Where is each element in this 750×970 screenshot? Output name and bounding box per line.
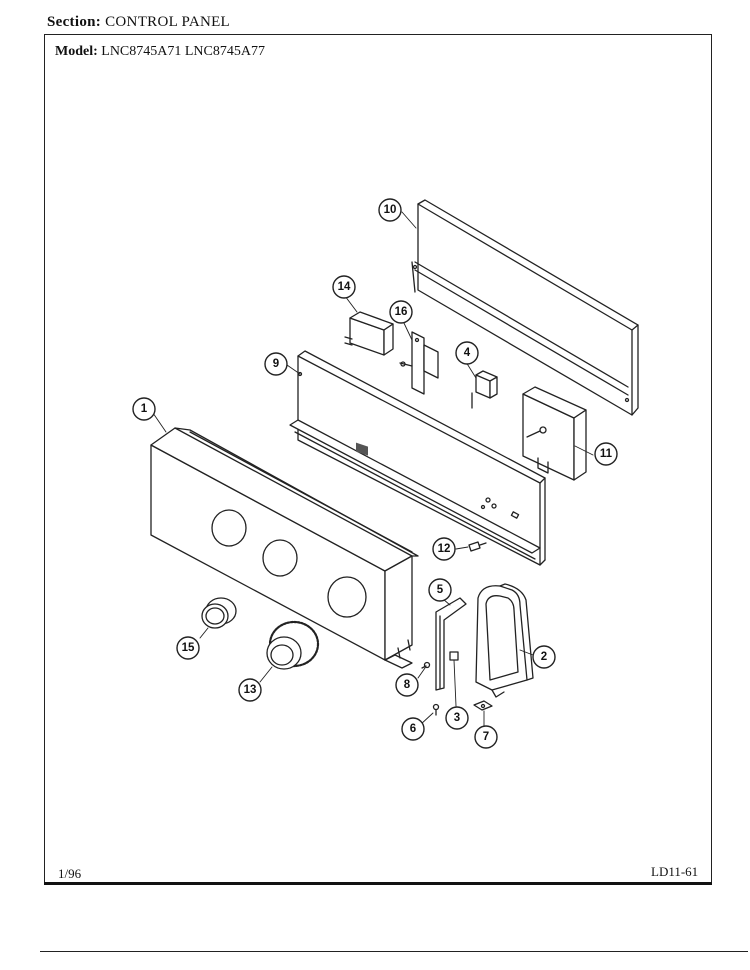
- callout-8-circle: [395, 673, 419, 697]
- part-14-timer: [344, 311, 394, 456]
- callout-13: 13: [244, 684, 257, 696]
- callout-14: 14: [338, 281, 351, 293]
- footer-rule: [44, 882, 712, 885]
- callout-2: 2: [541, 651, 547, 663]
- callout-12-circle: [432, 537, 456, 561]
- part-2-end-cap: [475, 583, 534, 698]
- part-11-control-box: [522, 386, 587, 481]
- callout-9-circle: [264, 352, 288, 376]
- callout-1: 1: [141, 403, 148, 415]
- part-12-screw: [468, 541, 487, 552]
- leader-lines: [152, 211, 594, 728]
- callout-circles: [132, 198, 618, 749]
- footer-page-code: LD11-61: [651, 864, 699, 879]
- part-3-clip: [449, 651, 459, 661]
- callout-4-circle: [455, 341, 479, 365]
- section-title: Section: CONTROL PANEL: [47, 14, 230, 31]
- callout-12: 12: [438, 543, 451, 555]
- callout-5-circle: [428, 578, 452, 602]
- callout-5: 5: [437, 584, 444, 596]
- section-label: Section:: [47, 14, 102, 30]
- callout-15: 15: [182, 642, 195, 654]
- part-5-trim-strip: [435, 597, 467, 691]
- callout-1-circle: [132, 397, 156, 421]
- footer-date: 1/96: [58, 866, 82, 881]
- part-15-small-knob: [201, 597, 237, 629]
- part-8-screw: [421, 661, 431, 669]
- callout-7: 7: [483, 731, 489, 743]
- part-4-bracket: [471, 370, 498, 409]
- callout-4: 4: [464, 347, 471, 359]
- callout-13-circle: [238, 678, 262, 702]
- callout-2-circle: [532, 645, 556, 669]
- callout-6: 6: [410, 723, 416, 735]
- callout-11-circle: [594, 442, 618, 466]
- callout-15-circle-16: [389, 300, 413, 324]
- part-10-rear-panel: [411, 199, 639, 416]
- callout-15-circle: [176, 636, 200, 660]
- callout-9: 9: [273, 358, 279, 370]
- bottom-rule: [40, 951, 748, 952]
- callout-10: 10: [384, 204, 397, 216]
- callout-3-circle: [445, 706, 469, 730]
- callout-11: 11: [600, 448, 613, 460]
- model-value: LNC8745A71 LNC8745A77: [101, 44, 265, 59]
- model-label: Model:: [55, 44, 98, 59]
- callout-14-circle: [332, 275, 356, 299]
- callout-16: 16: [395, 306, 408, 318]
- section-value: CONTROL PANEL: [105, 14, 231, 30]
- callout-3: 3: [454, 712, 460, 724]
- part-6-screw: [432, 703, 440, 716]
- model-line: Model: LNC8745A71 LNC8745A77: [55, 44, 265, 60]
- callout-7-circle: [474, 725, 498, 749]
- part-1-console-housing: [150, 427, 419, 669]
- callout-10-circle: [378, 198, 402, 222]
- callout-8: 8: [404, 679, 411, 691]
- part-9-inner-panel: [289, 350, 546, 566]
- part-16-switch: [399, 331, 439, 395]
- part-13-dial-knob: [266, 620, 320, 670]
- callout-6-circle: [401, 717, 425, 741]
- part-7-spacer: [473, 700, 493, 711]
